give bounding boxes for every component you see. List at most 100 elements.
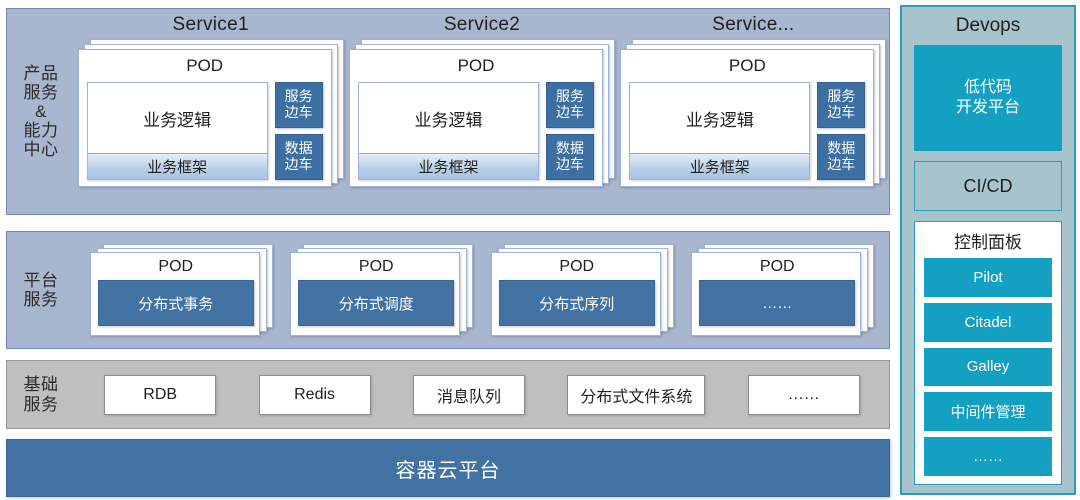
band-label-line: 平台 [23,270,59,290]
platform-pod-stack[interactable]: POD 分布式调度 [290,244,474,336]
platform-service-fill[interactable]: …… [699,280,856,326]
business-logic-label: 业务逻辑 [143,110,212,130]
cicd-card[interactable]: CI/CD [914,161,1062,211]
band-body-platform: POD 分布式事务 POD 分布式调度 [75,232,889,348]
band-label-line: 服务 [23,82,59,102]
pod-stack-sheet-front: POD 分布式事务 [89,252,261,336]
pod-stack-sheet-front: POD 业务逻辑 业务框架 服务 边车 [77,49,332,187]
sidecar-line: 边车 [555,156,584,172]
business-framework-bar[interactable]: 业务框架 [630,153,810,179]
band-basic-service: 基础 服务 RDB Redis 消息队列 分布式文件系统 …… [6,360,890,429]
pod-label: POD [559,258,595,275]
basic-service-item-redis[interactable]: Redis [258,374,371,415]
band-label-line: 服务 [23,290,59,309]
sidecar-line: 边车 [555,104,584,120]
pod-card-stack[interactable]: POD 业务逻辑 业务框架 服务 边车 [620,39,887,187]
pod-content: POD 业务逻辑 业务框架 服务 边车 [79,50,331,186]
control-panel-item-more[interactable]: …… [924,437,1052,476]
devops-panel: Devops 低代码 开发平台 CI/CD 控制面板 Pilot Citadel… [900,5,1076,495]
pod-content: POD 业务逻辑 业务框架 服务 边车 [621,50,873,186]
main-stack-column: 产品 服务 & 能力 中心 Service1 POD [6,5,890,497]
sidecar-column: 服务 边车 数据 边车 [817,82,866,180]
sidecar-column: 服务 边车 数据 边车 [274,82,323,180]
business-logic-label: 业务逻辑 [414,110,483,130]
band-label-line: 基础 [23,375,59,395]
platform-pod-stack[interactable]: POD 分布式序列 [490,244,674,336]
pod-label: POD [728,56,766,75]
control-panel-item-list: Pilot Citadel Galley 中间件管理 …… [924,258,1052,476]
business-logic-label: 业务逻辑 [685,110,754,130]
devops-title: Devops [955,15,1021,36]
sidecar-line: 边车 [284,104,313,120]
platform-pod-content: POD 分布式调度 [291,253,461,333]
control-panel-item-galley[interactable]: Galley [924,347,1052,387]
band-label-platform: 平台 服务 [7,232,75,348]
platform-pod-stack[interactable]: POD …… [691,244,875,336]
lowcode-platform-card[interactable]: 低代码 开发平台 [914,45,1062,151]
control-panel-item-middleware-management[interactable]: 中间件管理 [924,392,1052,432]
sidecar-line: 边车 [827,156,856,172]
basic-service-item-rdb[interactable]: RDB [104,374,217,415]
service-title: Service1 [172,14,249,35]
business-logic-box[interactable]: 业务逻辑 业务框架 [629,82,811,180]
data-sidecar-box[interactable]: 数据 边车 [817,134,866,180]
business-framework-bar[interactable]: 业务框架 [87,153,267,179]
band-label-line: & [35,101,47,121]
sidecar-line: 服务 [284,88,313,105]
sidecar-line: 数据 [827,140,856,157]
band-label-line: 服务 [23,394,59,414]
pod-label: POD [158,258,194,275]
pod-stack-sheet-front: POD 业务逻辑 业务框架 服务 边车 [348,49,603,187]
pod-stack-sheet-front: POD …… [691,252,862,336]
band-container-cloud-platform[interactable]: 容器云平台 [6,439,890,497]
data-sidecar-box[interactable]: 数据 边车 [545,134,594,180]
service-sidecar-box[interactable]: 服务 边车 [545,82,594,128]
business-logic-box[interactable]: 业务逻辑 业务框架 [357,82,539,180]
sidecar-line: 边车 [827,104,856,120]
lowcode-line: 低代码 [963,79,1012,96]
control-panel-card: 控制面板 Pilot Citadel Galley 中间件管理 …… [914,221,1062,485]
pod-card-stack[interactable]: POD 业务逻辑 业务框架 服务 边车 [348,39,615,187]
control-panel-title: 控制面板 [954,233,1022,252]
sidecar-line: 服务 [555,88,584,105]
platform-pod-stack[interactable]: POD 分布式事务 [89,244,273,336]
basic-service-item-distributed-file-system[interactable]: 分布式文件系统 [567,374,706,415]
band-label-product: 产品 服务 & 能力 中心 [7,9,75,214]
business-framework-bar[interactable]: 业务框架 [358,153,538,179]
control-panel-item-citadel[interactable]: Citadel [924,302,1052,342]
service-sidecar-box[interactable]: 服务 边车 [817,82,866,128]
business-logic-box[interactable]: 业务逻辑 业务框架 [86,82,268,180]
pod-row: 业务逻辑 业务框架 服务 边车 [357,82,594,180]
pod-label: POD [358,258,394,275]
basic-service-item-message-queue[interactable]: 消息队列 [412,374,525,415]
service-sidecar-box[interactable]: 服务 边车 [274,82,323,128]
pod-row: 业务逻辑 业务框架 服务 边车 [86,82,323,180]
pod-stack-sheet-front: POD 分布式调度 [290,252,461,336]
pod-label: POD [457,56,495,75]
platform-pod-content: POD 分布式事务 [91,253,261,333]
data-sidecar-box[interactable]: 数据 边车 [274,134,323,180]
band-product-service: 产品 服务 & 能力 中心 Service1 POD [6,8,890,215]
lowcode-line: 开发平台 [955,99,1020,116]
service-group-3[interactable]: Service... POD 业务逻辑 业务框架 [618,9,889,214]
platform-service-fill[interactable]: 分布式序列 [498,280,655,326]
sidecar-line: 边车 [284,156,313,172]
pod-stack-sheet-front: POD 分布式序列 [490,252,662,336]
sidecar-line: 数据 [555,140,584,157]
service-group-2[interactable]: Service2 POD 业务逻辑 业务框架 [346,9,617,214]
pod-stack-sheet-front: POD 业务逻辑 业务框架 服务 边车 [620,49,875,187]
platform-pod-content: POD …… [692,253,862,333]
control-panel-item-pilot[interactable]: Pilot [924,258,1052,297]
sidecar-line: 数据 [284,140,313,157]
band-body-basic: RDB Redis 消息队列 分布式文件系统 …… [75,361,889,428]
platform-service-fill[interactable]: 分布式调度 [298,280,455,326]
band-body-product: Service1 POD 业务逻辑 业务框架 [75,9,889,214]
pod-row: 业务逻辑 业务框架 服务 边车 [629,82,866,180]
platform-service-fill[interactable]: 分布式事务 [97,280,254,326]
pod-content: POD 业务逻辑 业务框架 服务 边车 [350,50,602,186]
service-group-1[interactable]: Service1 POD 业务逻辑 业务框架 [75,9,346,214]
pod-card-stack[interactable]: POD 业务逻辑 业务框架 服务 边车 [77,39,344,187]
platform-pod-content: POD 分布式序列 [492,253,662,333]
basic-service-item-more[interactable]: …… [747,374,860,415]
band-label-basic: 基础 服务 [7,361,75,428]
